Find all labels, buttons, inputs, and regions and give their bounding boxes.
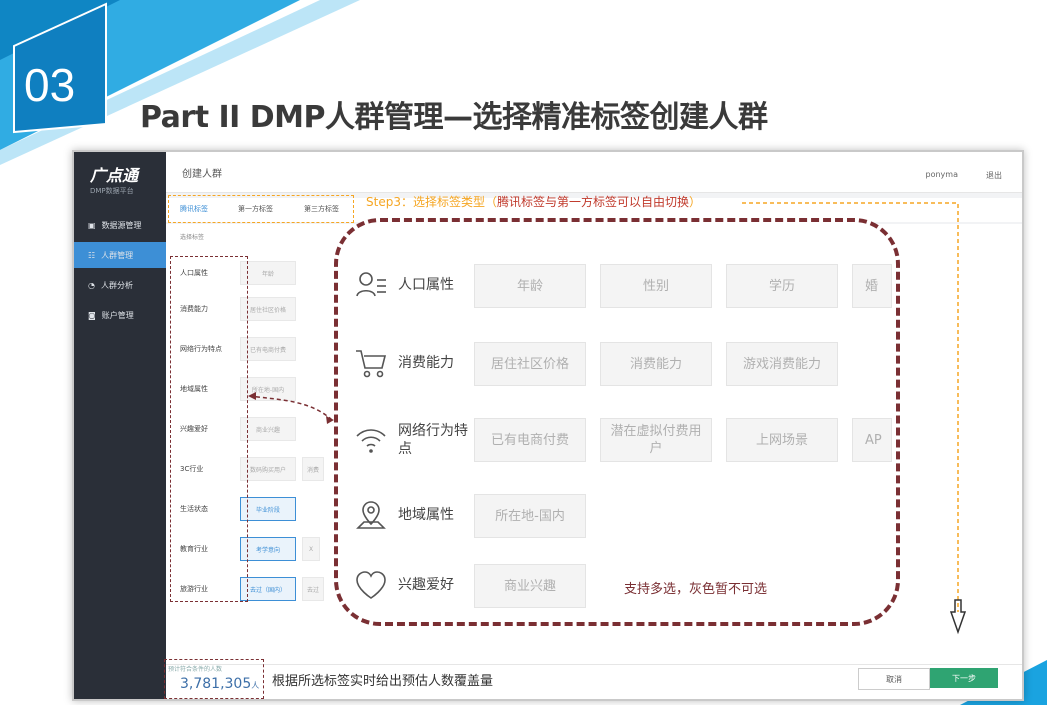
app-logo-subtitle: DMP数据平台 (90, 187, 134, 195)
sidebar-item-account[interactable]: ◙账户管理 (88, 310, 134, 320)
zoom-option[interactable]: 婚 (852, 264, 892, 308)
tab-first-party[interactable]: 第一方标签 (238, 205, 273, 213)
zoom-option[interactable]: 上网场景 (726, 418, 838, 462)
sidebar-item-audience[interactable]: ☷人群管理 (74, 242, 166, 268)
zoom-row-label: 消费能力 (398, 355, 454, 371)
category-row: 教育行业 考学意向 X (180, 534, 320, 564)
zoom-option[interactable]: 潜在虚拟付费用户 (600, 418, 712, 462)
zoom-option[interactable]: 居住社区价格 (474, 342, 586, 386)
database-icon: ▣ (88, 220, 96, 230)
zoom-row: 地域属性 (354, 498, 480, 532)
tag-option[interactable]: 数码购买用户 (240, 457, 296, 481)
estimate-note: 根据所选标签实时给出预估人数覆盖量 (272, 674, 494, 689)
category-highlight (170, 256, 248, 602)
tag-option[interactable]: 居住社区价格 (240, 297, 296, 321)
sidebar-item-analysis[interactable]: ◔人群分析 (88, 280, 133, 290)
tag-option[interactable]: 去过 (302, 577, 324, 601)
category-row: 地域属性 所在地-国内 (180, 374, 296, 404)
user-name[interactable]: ponyma (925, 170, 958, 179)
account-icon: ◙ (88, 310, 96, 320)
zoom-row: 人口属性 (354, 268, 480, 302)
sidebar-item-datasource[interactable]: ▣数据源管理 (88, 220, 142, 230)
estimate-value: 3,781,305人 (180, 676, 260, 692)
zoom-option[interactable]: 学历 (726, 264, 838, 308)
slide-title: Part II DMP人群管理—选择精准标签创建人群 (140, 100, 768, 135)
zoom-option[interactable]: 年龄 (474, 264, 586, 308)
estimate-caption: 预计符合条件的人数 (168, 666, 223, 673)
tag-option[interactable]: X (302, 537, 320, 561)
tag-option[interactable]: 商业兴趣 (240, 417, 296, 441)
sidebar: 广点通 DMP数据平台 ▣数据源管理 ☷人群管理 ◔人群分析 ◙账户管理 (74, 152, 166, 699)
tag-option[interactable]: 消费 (302, 457, 324, 481)
zoom-option[interactable]: 已有电商付费 (474, 418, 586, 462)
zoom-row: 消费能力 (354, 346, 480, 380)
heart-icon (356, 571, 386, 599)
zoom-option[interactable]: 消费能力 (600, 342, 712, 386)
category-row: 生活状态 毕业阶段 (180, 494, 296, 524)
next-button[interactable]: 下一步 (930, 668, 998, 688)
app-logo: 广点通 (90, 166, 139, 185)
category-row: 网络行为特点 已有电商付费 (180, 334, 296, 364)
cancel-button[interactable]: 取消 (858, 668, 930, 690)
zoom-overlay: 人口属性 年龄 性别 学历 婚 消费能力 居住社区价格 消费能力 游戏消费能力 … (334, 218, 900, 626)
zoom-row: 网络行为特点 (354, 422, 480, 458)
analytics-icon: ◔ (88, 280, 95, 290)
logout-link[interactable]: 退出 (986, 171, 1002, 180)
section-label: 选择标签 (180, 234, 205, 241)
multi-select-note: 支持多选，灰色暂不可选 (624, 582, 768, 597)
tag-option[interactable]: 年龄 (240, 261, 296, 285)
category-row: 旅游行业 去过（国内） 去过 (180, 574, 324, 604)
top-bar: 创建人群 ponyma 退出 (166, 152, 1022, 193)
zoom-option[interactable]: 所在地-国内 (474, 494, 586, 538)
zoom-row-label: 兴趣爱好 (398, 577, 454, 593)
zoom-row-label: 网络行为特点 (398, 423, 468, 457)
tab-tencent[interactable]: 腾讯标签 (180, 205, 208, 213)
category-row: 消费能力 居住社区价格 (180, 294, 296, 324)
page-title: 创建人群 (182, 169, 222, 180)
wifi-icon (356, 429, 386, 453)
person-list-icon (356, 272, 386, 297)
tag-option-selected[interactable]: 考学意向 (240, 537, 296, 561)
tag-option-selected[interactable]: 毕业阶段 (240, 497, 296, 521)
tag-option[interactable]: 已有电商付费 (240, 337, 296, 361)
location-pin-icon (356, 501, 386, 529)
tag-option-selected[interactable]: 去过（国内） (240, 577, 296, 601)
tab-third-party[interactable]: 第三方标签 (304, 205, 339, 213)
zoom-option[interactable]: 游戏消费能力 (726, 342, 838, 386)
zoom-option[interactable]: 性别 (600, 264, 712, 308)
step-caption: Step3：选择标签类型（腾讯标签与第一方标签可以自由切换） (366, 195, 701, 209)
section-number: 03 (24, 59, 76, 111)
tag-option[interactable]: 所在地-国内 (240, 377, 296, 401)
zoom-row-label: 人口属性 (398, 277, 454, 293)
cart-icon (356, 350, 387, 378)
estimate-highlight (164, 659, 264, 699)
zoom-option[interactable]: 商业兴趣 (474, 564, 586, 608)
category-row: 3C行业 数码购买用户 消费 (180, 454, 324, 484)
zoom-row-label: 地域属性 (398, 507, 454, 523)
zoom-option[interactable]: AP (852, 418, 892, 462)
category-row: 兴趣爱好 商业兴趣 (180, 414, 296, 444)
people-icon: ☷ (88, 250, 96, 260)
zoom-row: 兴趣爱好 (354, 568, 480, 602)
tabs-highlight (168, 195, 354, 223)
category-row: 人口属性 年龄 (180, 258, 296, 288)
